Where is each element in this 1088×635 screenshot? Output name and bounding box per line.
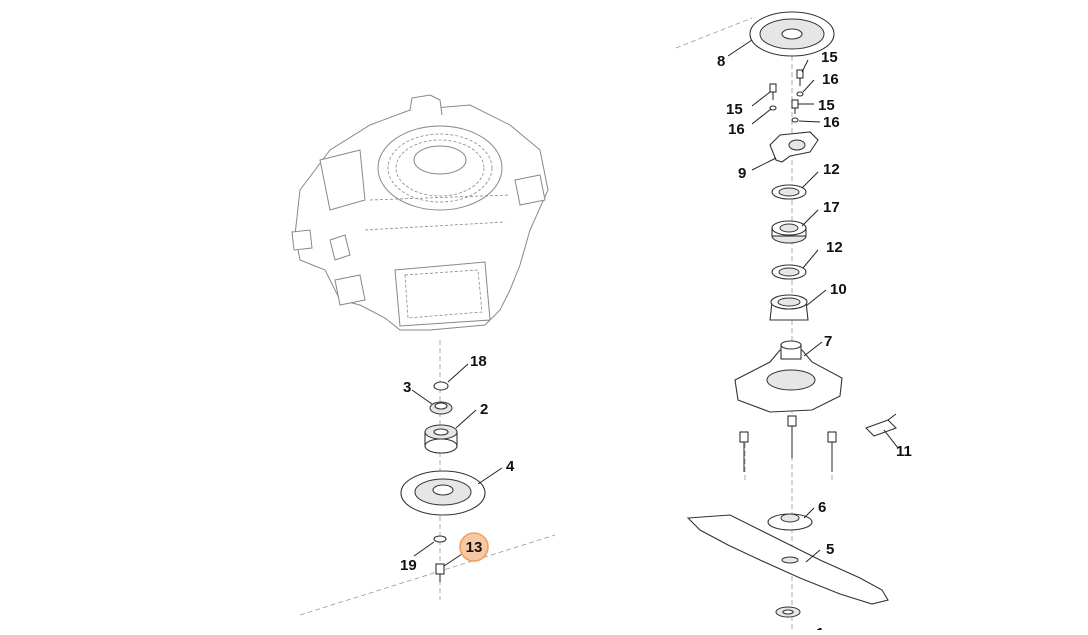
ref-dash-top bbox=[675, 17, 753, 49]
callout-16-a[interactable]: 16 bbox=[822, 71, 839, 88]
part-15-screw-c bbox=[791, 99, 799, 114]
part-1-blade-bolt bbox=[775, 606, 801, 618]
part-12-seal-b bbox=[771, 264, 807, 280]
callout-15-a[interactable]: 15 bbox=[821, 49, 838, 66]
callout-5[interactable]: 5 bbox=[826, 541, 834, 558]
part-16-washer-b bbox=[796, 91, 804, 97]
callout-3[interactable]: 3 bbox=[403, 379, 411, 396]
part-3-bushing bbox=[429, 401, 453, 415]
callout-16-b[interactable]: 16 bbox=[728, 121, 745, 138]
callout-10[interactable]: 10 bbox=[830, 281, 847, 298]
part-11-clip bbox=[865, 413, 897, 437]
part-16-washer-c bbox=[791, 117, 799, 123]
callout-11[interactable]: 11 bbox=[896, 443, 912, 460]
part-17-bearing bbox=[771, 220, 807, 244]
callout-9[interactable]: 9 bbox=[738, 165, 746, 182]
callout-19[interactable]: 19 bbox=[400, 557, 417, 574]
part-15-screw-a bbox=[769, 83, 777, 100]
part-9-bracket bbox=[769, 131, 819, 163]
carrier-bolt-middle bbox=[787, 415, 797, 458]
part-7-blade-carrier bbox=[734, 340, 843, 413]
callout-16-c[interactable]: 16 bbox=[823, 114, 840, 131]
callout-18[interactable]: 18 bbox=[470, 353, 487, 370]
highlight-circle bbox=[459, 532, 489, 562]
callout-15-c[interactable]: 15 bbox=[818, 97, 835, 114]
part-2-hub bbox=[424, 424, 458, 454]
callout-1[interactable]: 1 bbox=[816, 625, 824, 635]
callout-15-b[interactable]: 15 bbox=[726, 101, 743, 118]
callout-7[interactable]: 7 bbox=[824, 333, 832, 350]
callout-17[interactable]: 17 bbox=[823, 199, 840, 216]
callout-2[interactable]: 2 bbox=[480, 401, 488, 418]
leader-lines bbox=[411, 39, 899, 567]
carrier-bolt-right bbox=[827, 431, 837, 472]
part-6-adapter bbox=[767, 513, 813, 531]
part-15-screw-b bbox=[796, 69, 804, 86]
part-12-seal-a bbox=[771, 184, 807, 200]
part-16-washer-a bbox=[769, 105, 777, 111]
part-8-pulley bbox=[749, 11, 835, 57]
part-5-blade bbox=[686, 514, 889, 605]
callout-12-a[interactable]: 12 bbox=[823, 161, 840, 178]
callout-13-label: 13 bbox=[466, 539, 483, 556]
callout-4[interactable]: 4 bbox=[506, 458, 515, 475]
callout-12-b[interactable]: 12 bbox=[826, 239, 843, 256]
part-10-housing bbox=[769, 294, 809, 321]
engine-illustration bbox=[291, 94, 549, 331]
callout-8[interactable]: 8 bbox=[717, 53, 725, 70]
part-19-washer bbox=[433, 535, 447, 543]
part-13-bolt bbox=[435, 563, 445, 582]
carrier-bolt-left bbox=[739, 431, 749, 472]
part-4-pulley bbox=[400, 470, 486, 516]
ref-dash-bottom bbox=[299, 534, 556, 616]
callout-13-highlighted[interactable]: 13 bbox=[459, 532, 489, 562]
part-18-ring bbox=[433, 381, 449, 391]
callout-6[interactable]: 6 bbox=[818, 499, 826, 516]
